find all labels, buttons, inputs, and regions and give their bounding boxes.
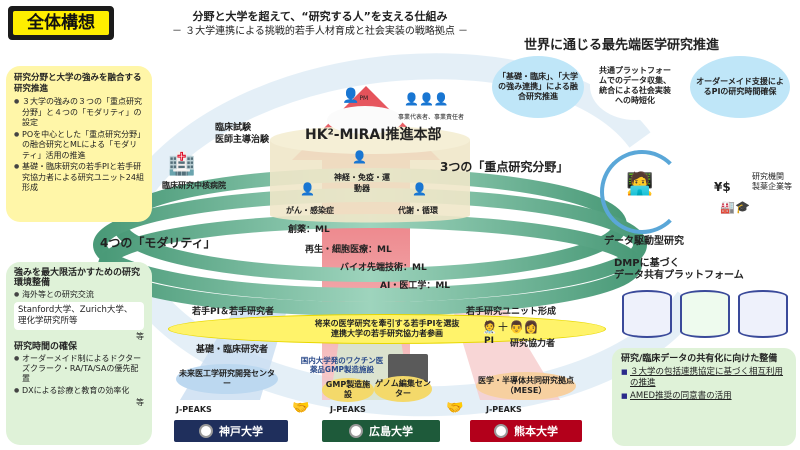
db-kobe-icon xyxy=(622,290,672,338)
four-modality-label: 4つの「モダリティ」 xyxy=(100,236,216,250)
header-line-1: 分野と大学を超えて、“研究する人”を支える仕組み xyxy=(192,10,448,23)
org-icons: 🏭🎓 xyxy=(720,200,750,214)
exec-people-icon: 👤👤👤 xyxy=(404,92,449,106)
field-cancer: がん・感染症 xyxy=(286,206,334,215)
field-neuro: 神経・免疫・運動器 xyxy=(334,173,390,193)
po-person-icon: 👤 xyxy=(352,150,367,164)
gmp-facility: GMP製造施設 xyxy=(322,378,374,402)
handshake-icon: 🤝 xyxy=(446,400,464,416)
modality-drug: 創薬：ML xyxy=(288,225,330,235)
partners-box: Stanford大学、Zurich大学、理化学研究所等 xyxy=(14,302,144,330)
research-fusion-box: 研究分野と大学の強みを融合する研究推進 ３大学の強みの３つの「重点研究分野」と４… xyxy=(6,66,152,222)
time-item: DXによる診療と教育の効率化 xyxy=(14,386,144,396)
platform-bubble: 共通プラットフォームでのデータ収集、統合による社会実装への時短化 xyxy=(590,52,680,120)
environment-title: 強みを最大限活かすための研究環境整備 xyxy=(14,268,141,288)
hospital-label: 臨床研究中核病院 xyxy=(162,181,226,190)
world-class-title: 世界に通じる最先端医学研究推進 xyxy=(524,38,720,53)
hiroshima-university: 広島大学 xyxy=(322,420,440,442)
hospital-icon: 🏥 xyxy=(168,152,196,177)
kobe-logo-icon xyxy=(199,424,213,438)
jpeaks-kumamoto: J-PEAKS xyxy=(486,405,522,414)
exec-label: 事業代表者、事業責任者 xyxy=(398,114,465,121)
money-icon: ¥$ xyxy=(714,180,731,194)
vaccine-facility: 国内大学発のワクチン医薬品GMP製造施設 xyxy=(300,356,384,374)
modality-bio: バイオ先端技術：ML xyxy=(340,263,427,273)
data-sharing-title: 研究/臨床データの共有化に向けた整備 xyxy=(621,354,778,364)
mese-center: 医学・半導体共同研究拠点（MESE） xyxy=(476,372,576,400)
pm-person-icon: 👤PM xyxy=(342,88,369,104)
data-cycle-icon xyxy=(600,150,684,234)
modality-regen: 再生・細胞医療：ML xyxy=(305,245,392,255)
data-sharing-item: ３大学の包括連携協定に基づく相互利用の推進 xyxy=(621,367,787,389)
data-sharing-box: 研究/臨床データの共有化に向けた整備 ３大学の包括連携協定に基づく相互利用の推進… xyxy=(612,348,796,446)
orgs-label: 研究機関 製薬企業等 xyxy=(752,172,792,191)
pi-label: PI xyxy=(484,336,494,346)
jpeaks-kobe: J-PEAKS xyxy=(176,405,212,414)
future-center: 未来医工学研究開発センター xyxy=(176,364,278,394)
kumamoto-university: 熊本大学 xyxy=(470,420,582,442)
data-sharing-item: AMED推奨の同意書の活用 xyxy=(621,391,787,402)
genome-center: ゲノム編集センター xyxy=(374,376,432,402)
hq-title: HK²-MIRAI推進本部 xyxy=(305,127,442,143)
db-kumamoto-icon xyxy=(738,290,788,338)
coop-label: 研究協力者 xyxy=(510,339,556,349)
modality-ai: AI・医工学：ML xyxy=(380,281,451,291)
handshake-icon: 🤝 xyxy=(292,400,310,416)
db-hiroshima-icon xyxy=(680,290,730,338)
hiroshima-logo-icon xyxy=(349,424,363,438)
data-driven-label: データ駆動型研究 xyxy=(604,236,684,247)
exchange-item: 海外等との研究交流 xyxy=(14,290,144,300)
clinical-trial-label: 臨床試験 医師主導治験 xyxy=(215,123,270,145)
jpeaks-hiroshima: J-PEAKS xyxy=(330,405,366,414)
leading-young-pi-ellipse: 将来の医学研究を牽引する若手PIを選抜 連携大学の若手研究協力者参画 xyxy=(168,314,606,344)
kumamoto-logo-icon xyxy=(494,424,508,438)
time-title: 研究時間の確保 xyxy=(14,342,78,352)
etc-label: 等 xyxy=(136,332,144,341)
basic-clinical-label: 基礎・臨床研究者 xyxy=(196,345,269,355)
kobe-university: 神戸大学 xyxy=(174,420,288,442)
fusion-bubble: 「基礎・臨床」、「大学の強み連携」による融合研究推進 xyxy=(492,56,584,118)
research-fusion-item: ３大学の強みの３つの「重点研究分野」と４つの「モダリティ」の設定 xyxy=(14,97,144,129)
pi-coop-icons: 🧑‍⚕️＋👨👩 xyxy=(482,320,539,334)
overall-concept-badge: 全体構想 xyxy=(8,6,114,40)
dmp-title: DMPに基づく データ共有プラットフォーム xyxy=(614,258,744,281)
time-support-bubble: オーダーメイド支援によるPIの研究時間確保 xyxy=(690,56,790,118)
research-fusion-title: 研究分野と大学の強みを融合する研究推進 xyxy=(14,73,142,94)
etc-label-2: 等 xyxy=(136,398,144,407)
po-person-icon: 👤 xyxy=(300,182,315,196)
time-item: オーダーメイド制によるドクターズクラーク・RA/TA/SAの優先配置 xyxy=(14,354,144,384)
header-line-2: － ３大学連携による挑戦的若手人材育成と社会実装の戦略拠点 － xyxy=(171,26,469,37)
young-pi-label: 若手PI＆若手研究者 xyxy=(192,307,274,317)
three-fields-label: 3つの「重点研究分野」 xyxy=(440,160,569,174)
research-environment-box: 強みを最大限活かすための研究環境整備 海外等との研究交流 Stanford大学、… xyxy=(6,262,152,445)
researcher-computer-icon: 🧑‍💻 xyxy=(626,172,654,197)
research-fusion-item: 基礎・臨床研究の若手PIと若手研究協力者による研究ユニット24組形成 xyxy=(14,162,144,194)
po-person-icon: 👤 xyxy=(412,182,427,196)
unit-label: 若手研究ユニット形成 xyxy=(466,307,557,317)
research-fusion-item: POを中心とした「重点研究分野」の融合研究とMLによる「モダリティ」活用の推進 xyxy=(14,130,144,162)
field-metab: 代謝・循環 xyxy=(398,206,438,215)
